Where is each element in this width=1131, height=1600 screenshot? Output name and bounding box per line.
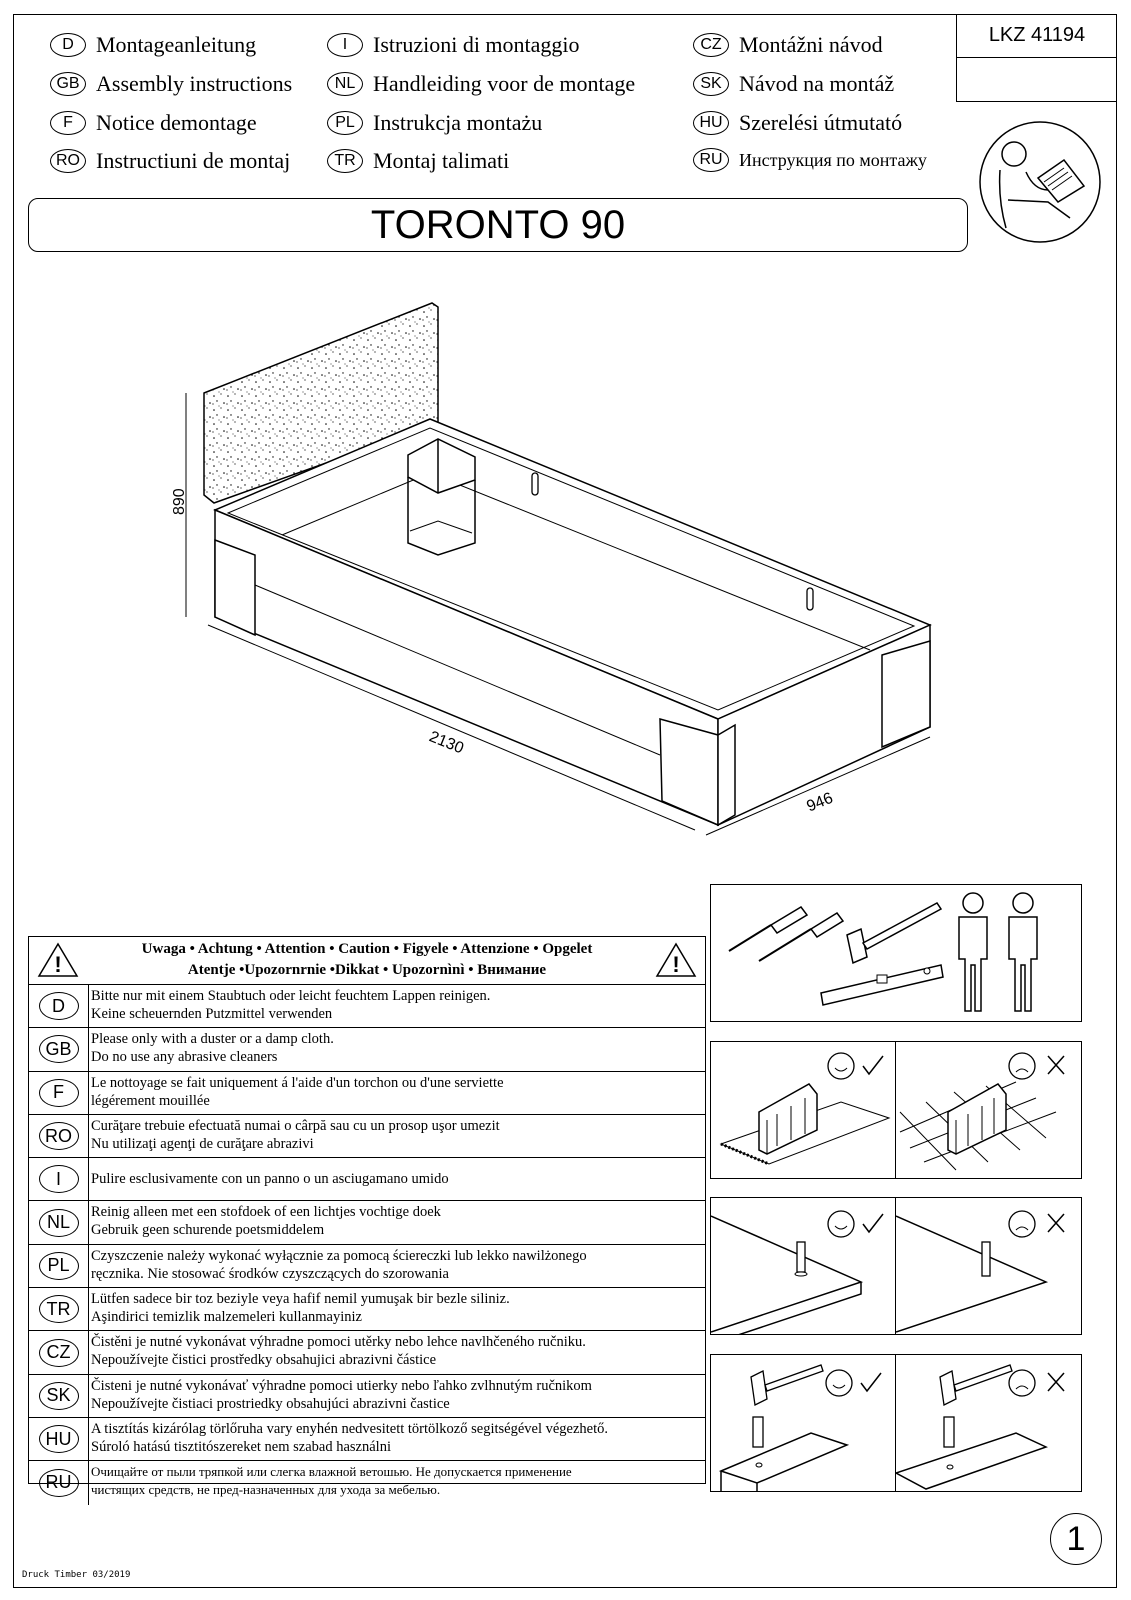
product-title: TORONTO 90 bbox=[370, 202, 626, 247]
correct-floor-panel bbox=[710, 1041, 897, 1179]
sad-face-icon bbox=[1008, 1369, 1036, 1397]
tools-panel bbox=[710, 884, 1082, 1022]
wrong-hammer-panel bbox=[894, 1354, 1082, 1492]
wrong-dowel-panel bbox=[895, 1197, 1082, 1335]
correct-floor-illustration bbox=[719, 1052, 891, 1166]
wrong-floor-illustration bbox=[899, 1052, 1065, 1171]
correct-dowel-panel bbox=[710, 1197, 897, 1345]
warning-icon: ! bbox=[655, 942, 697, 977]
bed-illustration: 890 2130 946 bbox=[171, 302, 932, 836]
svg-text:!: ! bbox=[54, 952, 61, 977]
article-code-box: LKZ 41194 bbox=[956, 14, 1117, 102]
correct-hammer-illustration bbox=[718, 1364, 882, 1491]
page-number: 1 bbox=[1050, 1513, 1102, 1565]
read-instructions-icon bbox=[979, 121, 1101, 243]
sad-face-icon bbox=[1008, 1052, 1036, 1080]
smiley-icon bbox=[825, 1369, 853, 1397]
print-footer: Druck Timber 03/2019 bbox=[22, 1570, 131, 1580]
check-icon bbox=[862, 1055, 884, 1076]
page-frame bbox=[13, 14, 1117, 1588]
dimension-length: 2130 bbox=[427, 728, 466, 757]
check-icon bbox=[862, 1213, 884, 1234]
caution-text: Uwaga • Achtung • Attention • Caution • … bbox=[141, 941, 593, 978]
check-icon bbox=[860, 1372, 882, 1393]
care-instructions-table: ! Uwaga • Achtung • Attention • Caution … bbox=[28, 936, 706, 1505]
smiley-icon bbox=[827, 1052, 855, 1080]
correct-dowel-illustration bbox=[710, 1210, 884, 1345]
wrong-dowel-illustration bbox=[895, 1210, 1065, 1333]
wrong-floor-panel bbox=[895, 1041, 1082, 1179]
correct-hammer-panel bbox=[710, 1354, 897, 1492]
svg-text:!: ! bbox=[672, 952, 679, 977]
wrong-hammer-illustration bbox=[894, 1364, 1065, 1490]
cross-icon bbox=[1047, 1372, 1065, 1392]
article-code: LKZ 41194 bbox=[957, 14, 1117, 58]
sad-face-icon bbox=[1008, 1210, 1036, 1238]
product-title-box: TORONTO 90 bbox=[28, 198, 968, 252]
caution-header: ! Uwaga • Achtung • Attention • Caution … bbox=[29, 937, 705, 985]
tools-illustration bbox=[728, 892, 1038, 1012]
cross-icon bbox=[1047, 1213, 1065, 1233]
smiley-icon bbox=[827, 1210, 855, 1238]
warning-icon: ! bbox=[37, 942, 79, 977]
dimension-width: 946 bbox=[804, 790, 835, 816]
cross-icon bbox=[1047, 1055, 1065, 1075]
dimension-height: 890 bbox=[171, 488, 188, 515]
